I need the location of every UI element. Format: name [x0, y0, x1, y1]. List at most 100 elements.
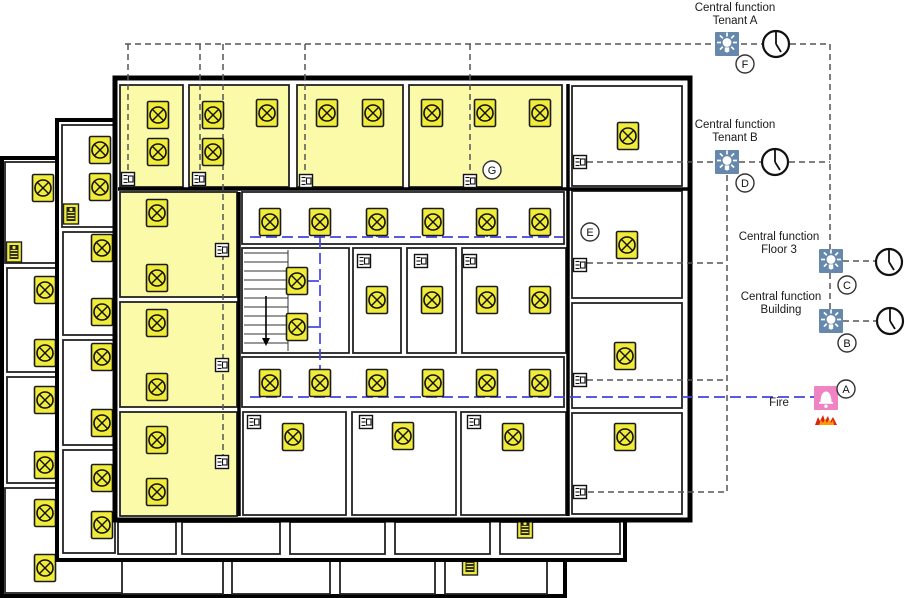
tenant-b-label: Central function Tenant B [655, 119, 815, 145]
fire-bell-icon [814, 386, 838, 410]
light-switch-icon [246, 414, 262, 430]
luminaire-icon [145, 477, 169, 507]
luminaire-icon [421, 207, 445, 237]
luminaire-icon [308, 368, 332, 398]
luminaire-icon [33, 275, 57, 305]
distribution-panel-icon [516, 517, 534, 539]
light-switch-icon [462, 173, 478, 189]
luminaire-icon [281, 422, 305, 452]
luminaire-icon [33, 553, 57, 583]
light-switch-icon [214, 242, 230, 258]
luminaire-icon [90, 233, 114, 263]
luminaire-icon [90, 297, 114, 327]
svg-text:C: C [843, 280, 851, 292]
control-bus-line [587, 175, 728, 493]
tenant-b-label-line1: Central function [694, 119, 776, 131]
light-switch-icon [413, 253, 429, 269]
floor-3-label-line2: Floor 3 [761, 244, 797, 256]
luminaire-icon [90, 510, 114, 540]
room [241, 191, 565, 245]
control-bus-line [790, 43, 831, 249]
luminaire-icon [613, 341, 637, 371]
luminaire-icon [528, 285, 552, 315]
room [339, 557, 436, 595]
luminaire-icon [528, 98, 552, 128]
luminaire-icon [201, 100, 225, 130]
luminaire-icon [501, 422, 525, 452]
room-letter-badge: E [580, 222, 600, 242]
room-letter-badge: G [482, 160, 502, 180]
light-switch-icon [356, 253, 372, 269]
room [117, 521, 177, 555]
svg-text:G: G [488, 165, 497, 177]
light-switch-icon [572, 484, 588, 500]
luminaire-icon [365, 285, 389, 315]
luminaire-icon [420, 98, 444, 128]
light-switch-icon [214, 454, 230, 470]
luminaire-icon [475, 207, 499, 237]
luminaire-icon [315, 98, 339, 128]
luminaire-icon [615, 230, 639, 260]
tenant-a-label-line1: Central function [694, 2, 776, 14]
light-switch-icon [466, 414, 482, 430]
light-switch-icon [358, 414, 374, 430]
tenant-a-label-line2: Tenant A [712, 15, 758, 27]
room [181, 521, 281, 555]
luminaire-icon [146, 100, 170, 130]
luminaire-icon [258, 368, 282, 398]
luminaire-icon [31, 173, 55, 203]
building-label-line1: Central function [740, 291, 822, 303]
light-switch-icon [462, 253, 478, 269]
luminaire-icon [528, 368, 552, 398]
luminaire-icon [90, 463, 114, 493]
luminaire-icon [473, 98, 497, 128]
letter-badge: D [735, 173, 755, 193]
luminaire-icon [255, 98, 279, 128]
luminaire-icon [285, 312, 309, 342]
central-function-light-icon [715, 150, 739, 174]
luminaire-icon [33, 338, 57, 368]
light-switch-icon [572, 372, 588, 388]
light-switch-icon [572, 154, 588, 170]
luminaire-icon [616, 121, 640, 151]
distribution-panel-icon [62, 203, 80, 225]
room [121, 557, 224, 595]
luminaire-icon [365, 368, 389, 398]
light-switch-icon [572, 257, 588, 273]
fire-label: Fire [769, 397, 789, 409]
svg-text:A: A [842, 384, 850, 396]
luminaire-icon [475, 285, 499, 315]
luminaire-icon [145, 263, 169, 293]
clock-icon [874, 247, 904, 277]
letter-badge: F [735, 54, 755, 74]
floor-3-label: Central function Floor 3 [699, 231, 859, 257]
luminaire-icon [420, 285, 444, 315]
luminaire-icon [475, 368, 499, 398]
luminaire-icon [285, 266, 309, 296]
luminaire-icon [33, 450, 57, 480]
room [231, 557, 331, 595]
luminaire-icon [146, 137, 170, 167]
luminaire-icon [88, 135, 112, 165]
luminaire-icon [90, 342, 114, 372]
flame-icon [815, 415, 837, 425]
luminaire-icon [145, 308, 169, 338]
letter-badge: C [837, 275, 857, 295]
room [394, 521, 491, 555]
svg-text:F: F [742, 59, 749, 71]
svg-text:D: D [741, 178, 749, 190]
luminaire-icon [201, 137, 225, 167]
central-function-light-icon [715, 32, 739, 56]
luminaire-icon [145, 198, 169, 228]
clock-icon [760, 147, 790, 177]
room [296, 84, 404, 188]
light-switch-icon [120, 171, 136, 187]
light-switch-icon [191, 171, 207, 187]
luminaire-icon [421, 368, 445, 398]
svg-text:B: B [843, 338, 850, 350]
luminaire-icon [33, 385, 57, 415]
luminaire-icon [528, 207, 552, 237]
room [289, 521, 386, 555]
letter-badge: A [836, 379, 856, 399]
